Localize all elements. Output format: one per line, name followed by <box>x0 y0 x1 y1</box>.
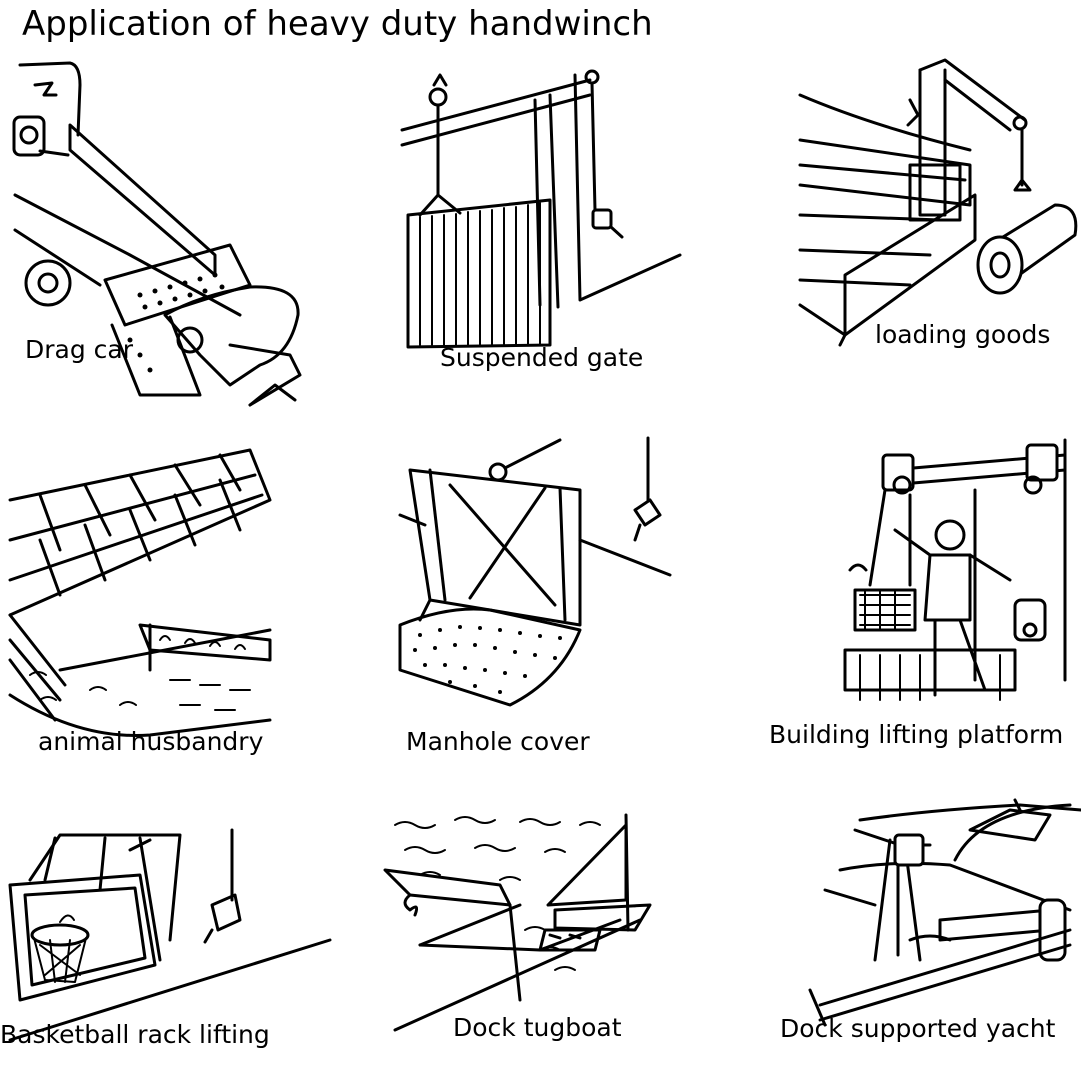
panel-caption: Building lifting platform <box>769 720 1064 749</box>
panel-caption: Dock tugboat <box>453 1013 622 1042</box>
panel-caption: Dock supported yacht <box>780 1014 1056 1043</box>
panel-caption: animal husbandry <box>38 727 264 756</box>
panel-caption: loading goods <box>875 320 1051 349</box>
panel-dock-tugboat: Dock tugboat <box>380 810 680 1081</box>
basketball-hoop-icon <box>8 828 332 1042</box>
crane-barrel-icon <box>798 58 1078 347</box>
car-towing-icon <box>12 61 302 407</box>
panel-caption: Suspended gate <box>440 343 644 372</box>
panel-caption: Basketball rack lifting <box>0 1020 270 1049</box>
panel-animal-husbandry: animal husbandry <box>0 440 340 770</box>
panel-caption: Manhole cover <box>406 727 590 756</box>
lifting-platform-icon <box>843 438 1067 701</box>
panel-drag-car: Drag car <box>0 55 340 425</box>
gate-icon <box>400 69 682 349</box>
panel-dock-supported-yacht: Dock supported yacht <box>780 790 1081 1081</box>
panel-caption: Drag car <box>25 335 134 364</box>
yacht-trailer-icon <box>808 798 1081 1027</box>
panel-suspended-gate: Suspended gate <box>380 55 700 395</box>
panel-building-lifting-platform: Building lifting platform <box>765 430 1081 760</box>
manhole-cover-icon <box>398 436 672 707</box>
animal-pen-icon <box>8 448 272 737</box>
panel-manhole-cover: Manhole cover <box>380 430 700 770</box>
sailboat-dock-icon <box>383 813 652 1032</box>
panel-basketball-rack-lifting: Basketball rack lifting <box>0 820 332 1081</box>
page-title: Application of heavy duty handwinch <box>22 4 653 44</box>
panel-loading-goods: loading goods <box>790 55 1081 375</box>
